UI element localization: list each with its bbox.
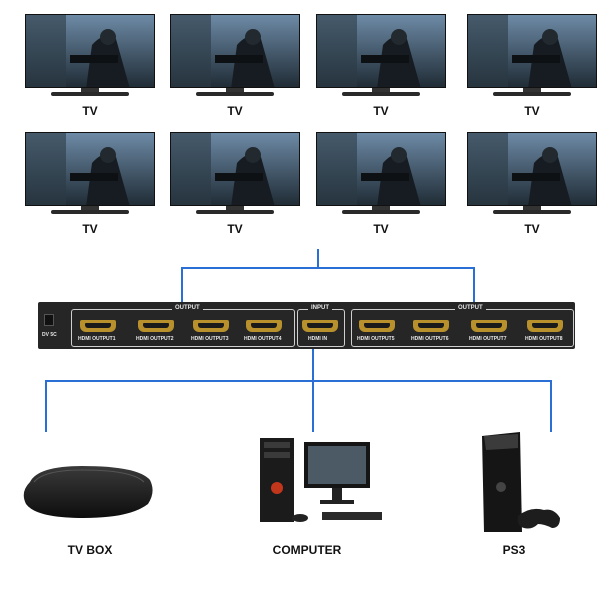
hdmi-port-label: HDMI OUTPUT1 [78,336,116,342]
hdmi-port-label: HDMI OUTPUT4 [244,336,282,342]
hdmi-port-output8 [527,320,563,332]
tv-screen [25,14,155,88]
hdmi-splitter-panel: DV 5C OUTPUT INPUT OUTPUT HDMI OUTPUT1 H… [38,302,575,349]
hdmi-port-output1 [80,320,116,332]
connector-line [550,380,552,432]
tv-screen [467,132,597,206]
tv-7 [316,132,446,224]
tv-5 [25,132,155,224]
tv-screen [25,132,155,206]
computer-icon [258,432,384,526]
hdmi-port-label: HDMI IN [308,336,328,342]
tv-box-icon [20,462,156,522]
connector-line [312,349,314,381]
hdmi-port-label: HDMI OUTPUT3 [191,336,229,342]
connector-line [317,249,319,267]
tv-8 [467,132,597,224]
hdmi-port-label: HDMI OUTPUT8 [525,336,563,342]
tv-label-7: TV [373,222,389,236]
tv-screen [467,14,597,88]
tv-1 [25,14,155,106]
power-jack-icon [44,314,54,326]
connector-line [45,380,47,432]
tv-screen [316,14,446,88]
connector-line [473,267,475,303]
power-label: DV 5C [42,332,57,338]
ps3-label: PS3 [502,543,526,557]
hdmi-port-label: HDMI OUTPUT6 [411,336,449,342]
hdmi-port-output2 [138,320,174,332]
computer-label: COMPUTER [272,543,342,557]
hdmi-port-label: HDMI OUTPUT2 [136,336,174,342]
hdmi-port-output3 [193,320,229,332]
tv-screen [170,132,300,206]
hdmi-port-output4 [246,320,282,332]
tv-3 [316,14,446,106]
tv-label-3: TV [373,104,389,118]
tv-label-6: TV [227,222,243,236]
connector-line [45,380,552,382]
tv-label-2: TV [227,104,243,118]
tv-label-4: TV [524,104,540,118]
hdmi-port-output5 [359,320,395,332]
tv-screen [170,14,300,88]
output-group-right-title: OUTPUT [455,305,486,311]
connector-line [181,267,183,303]
input-group-title: INPUT [308,305,332,311]
hdmi-port-label: HDMI OUTPUT5 [357,336,395,342]
tv-6 [170,132,300,224]
tv-4 [467,14,597,106]
tv-label-5: TV [82,222,98,236]
hdmi-port-output7 [471,320,507,332]
hdmi-port-label: HDMI OUTPUT7 [469,336,507,342]
connector-line [181,267,475,269]
tv-screen [316,132,446,206]
hdmi-port-output6 [413,320,449,332]
tv-2 [170,14,300,106]
tv-label-1: TV [82,104,98,118]
hdmi-port-input [302,320,338,332]
ps3-icon [474,428,564,538]
output-group-left-title: OUTPUT [172,305,203,311]
connector-line [312,380,314,432]
tv-box-label: TV BOX [67,543,113,557]
tv-label-8: TV [524,222,540,236]
